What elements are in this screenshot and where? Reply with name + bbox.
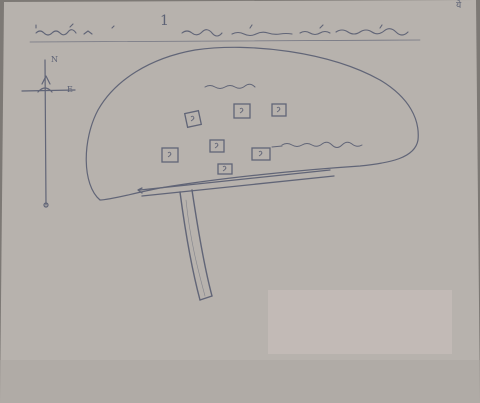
north-label: N [51, 56, 59, 64]
east-label: E [67, 86, 73, 94]
scale-label: 1 [160, 14, 169, 28]
corner-mark: ये [456, 2, 462, 11]
redaction-box [268, 290, 452, 354]
